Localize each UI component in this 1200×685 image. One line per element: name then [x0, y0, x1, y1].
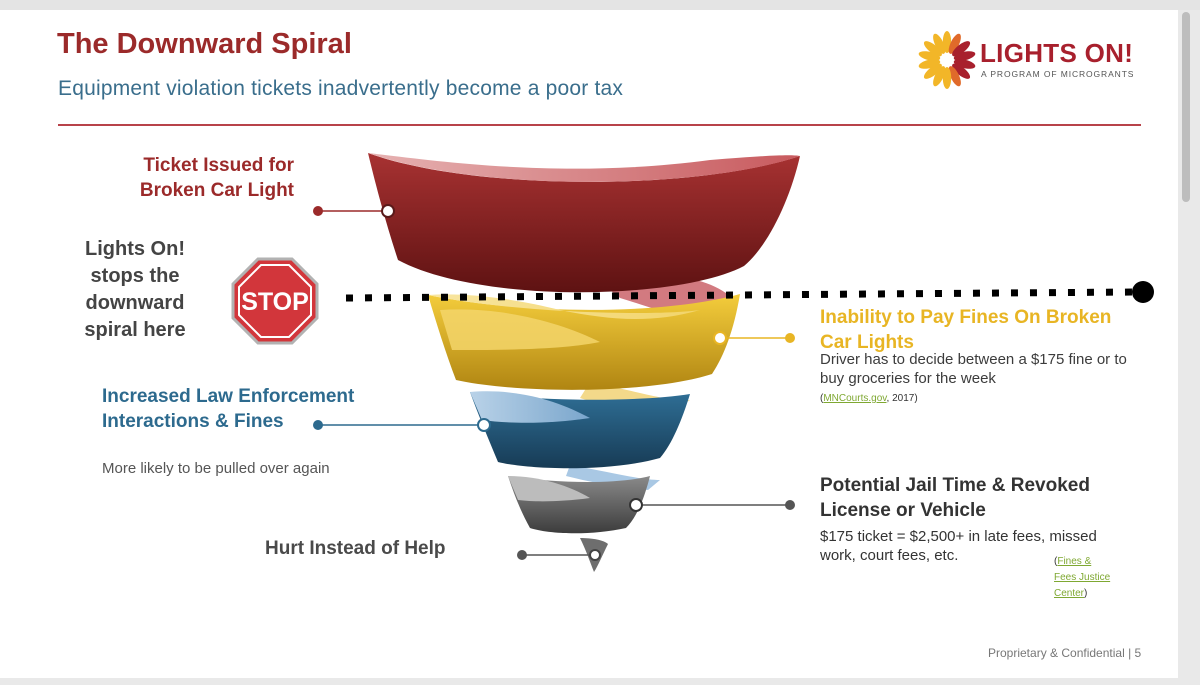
- logo-tagline: A PROGRAM OF MICROGRANTS: [981, 69, 1135, 79]
- footer-text: Proprietary & Confidential | 5: [988, 646, 1142, 660]
- band-blue-inner: [470, 391, 590, 423]
- band-red-inner: [368, 153, 800, 182]
- inability-to-pay-description: Driver has to decide between a $175 fine…: [820, 351, 1127, 387]
- stop-line: [345, 288, 1135, 302]
- logo-petal: [923, 41, 942, 57]
- logo-petal: [948, 33, 961, 54]
- band-grey-inner: [508, 476, 590, 502]
- law-enforcement-label: Increased Law Enforcement Interactions &…: [102, 386, 355, 432]
- lights-on-logo: [918, 31, 976, 89]
- sunburst-icon: [918, 31, 976, 89]
- logo-petal: [952, 63, 971, 79]
- page-title: The Downward Spiral: [57, 28, 352, 60]
- logo-petal: [923, 63, 942, 79]
- logo-petal: [918, 59, 941, 69]
- mncourts-link[interactable]: MNCourts.gov: [823, 393, 887, 404]
- stop-sign-icon: [231, 257, 319, 345]
- logo-petal: [933, 33, 946, 54]
- logo-title: LIGHTS ON!: [980, 38, 1134, 68]
- page-subtitle: Equipment violation tickets inadvertentl…: [58, 77, 624, 100]
- window-top-bar: [0, 0, 1200, 10]
- logo-petal: [952, 41, 971, 57]
- jail-time-description: $175 ticket = $2,500+ in late fees, miss…: [820, 528, 1097, 564]
- logo-petal: [948, 66, 961, 87]
- hurt-instead-of-help-label: Hurt Instead of Help: [265, 538, 446, 559]
- header-divider: [58, 124, 1141, 126]
- inability-to-pay-label: Inability to Pay Fines On Broken Car Lig…: [820, 307, 1112, 353]
- lights-on-stops-label: Lights On! stops the downward spiral her…: [84, 238, 186, 341]
- jail-source: (Fines & Fees Justice Center): [1054, 556, 1111, 599]
- logo-petal: [953, 51, 976, 61]
- jail-time-label: Potential Jail Time & Revoked License or…: [820, 475, 1090, 521]
- band-red: [368, 153, 800, 293]
- law-enforcement-description: More likely to be pulled over again: [102, 460, 330, 477]
- spiral-diagram: STOP: [231, 153, 1154, 572]
- band-yellow-inner: [428, 294, 700, 320]
- inability-source: (MNCourts.gov, 2017): [820, 393, 918, 404]
- scrollbar[interactable]: [1182, 12, 1190, 202]
- band-yellow-fold: [440, 309, 600, 350]
- logo-petal: [933, 66, 946, 87]
- ticket-issued-label: Ticket Issued for Broken Car Light: [139, 155, 294, 201]
- stop-sign-text: STOP: [241, 288, 309, 316]
- fines-fees-justice-link[interactable]: Fines & Fees Justice Center: [1054, 556, 1111, 599]
- stop-line-end: [1132, 281, 1154, 303]
